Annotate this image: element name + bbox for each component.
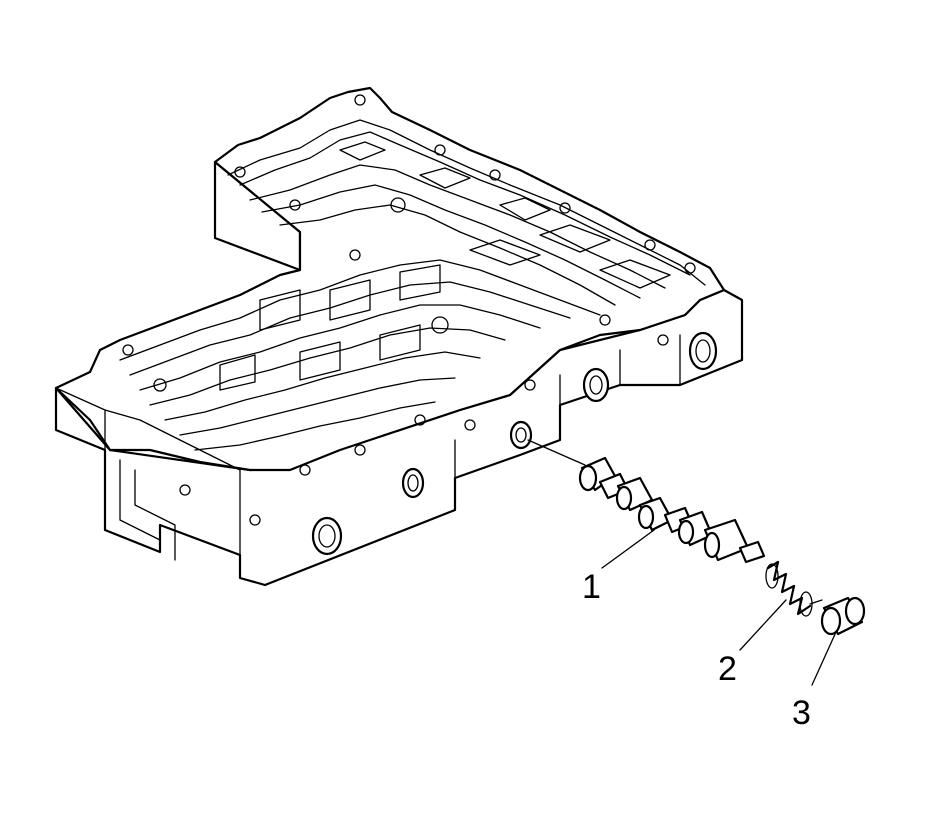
valve-spool [578,456,766,564]
fluid-channel-pattern [119,119,706,451]
valve-plug [820,596,866,636]
bolt-holes [122,94,696,526]
valve-spring [765,560,823,617]
callout-1-label: 1 [582,568,601,606]
callout-2-label: 2 [718,650,737,688]
callout-1-leader [601,529,655,569]
valve-body-housing [54,86,744,587]
valve-bores [311,331,718,556]
callout-2-leader [739,599,787,651]
assembly-centerline [527,439,586,466]
callout-3-label: 3 [792,694,811,732]
callout-3-leader [811,631,837,686]
